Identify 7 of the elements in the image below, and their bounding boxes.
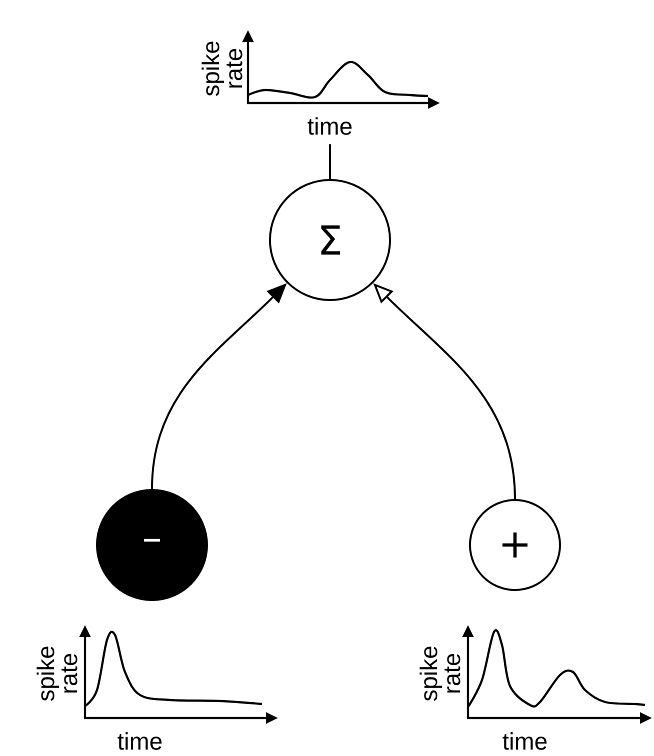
connector-line xyxy=(329,144,331,179)
axis-label: spike rate xyxy=(420,646,460,701)
axis-label: time xyxy=(502,732,547,750)
axis-label: spike rate xyxy=(202,42,242,96)
axis-label: spike rate xyxy=(36,646,78,701)
axis-label: time xyxy=(308,117,352,135)
axis-label: time xyxy=(118,732,162,750)
